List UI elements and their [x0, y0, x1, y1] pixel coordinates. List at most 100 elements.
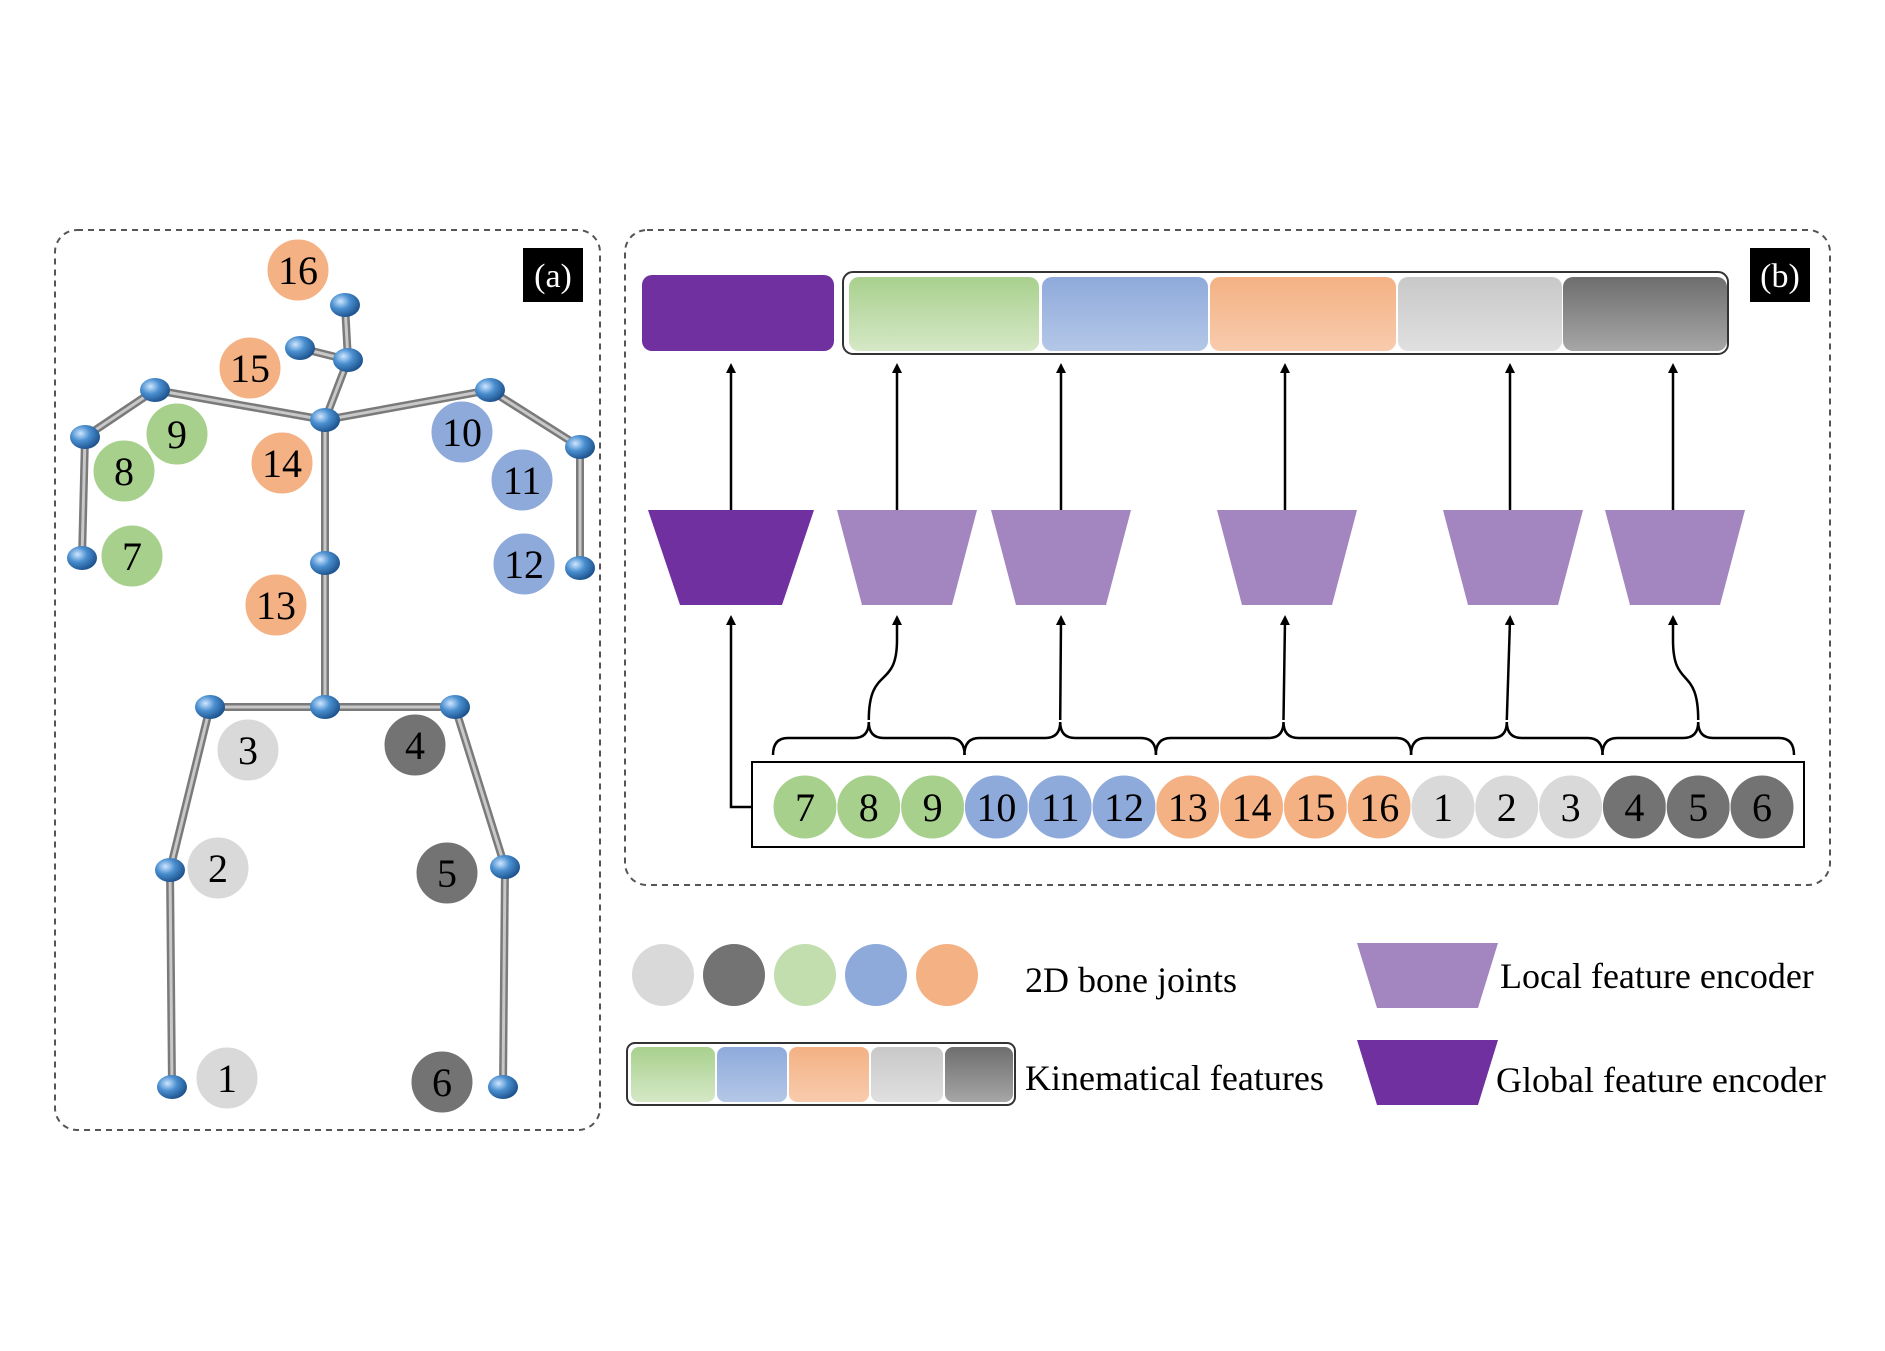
sequence-joint-number: 4 [1624, 785, 1644, 830]
panel-b-frame [624, 229, 1831, 886]
sequence-joint-number: 2 [1497, 785, 1517, 830]
panel-a-frame [54, 229, 601, 1131]
feature-blocks [642, 271, 1729, 355]
sequence-joint-number: 8 [859, 785, 879, 830]
sequence-joint-6: 6 [1729, 774, 1795, 840]
feature-block-light_gray [1398, 277, 1562, 351]
sequence-joint-15: 15 [1282, 774, 1348, 840]
skeleton-joint-3: 3 [216, 718, 280, 782]
group-brace [1154, 721, 1413, 756]
legend: 2D bone joints Kinematical features Loca… [626, 943, 1826, 1106]
sequence-to-global-arrow [726, 615, 752, 809]
skeleton-bone-highlight [153, 388, 327, 422]
encoders [648, 510, 1745, 605]
skeleton-joint-number: 2 [208, 846, 228, 891]
legend-kinematical-swatch-light_gray [871, 1047, 943, 1102]
local-encoder-blue [991, 510, 1131, 605]
skeleton-joint-ball [310, 408, 340, 432]
group-brace [771, 721, 966, 756]
skeleton-joint-4: 4 [383, 713, 447, 777]
skeleton-joint-6: 6 [410, 1050, 474, 1114]
legend-bone-joints-label: 2D bone joints [1025, 960, 1237, 1000]
skeleton-joint-number: 10 [442, 410, 482, 455]
skeleton-joint-number: 7 [122, 534, 142, 579]
legend-kinematical-swatches [631, 1047, 1013, 1102]
skeleton-joint-1: 1 [195, 1046, 259, 1110]
skeleton-joint-12: 12 [492, 532, 556, 596]
local-encoder-light_gray [1443, 510, 1583, 605]
brace-to-encoder-arrow [1279, 615, 1290, 721]
skeleton-joint-14: 14 [250, 431, 314, 495]
legend-kinematical-swatch-dark_gray [945, 1047, 1013, 1102]
sequence-joint-number: 6 [1752, 785, 1772, 830]
skeleton-joint-9: 9 [145, 402, 209, 466]
sequence-joint-8: 8 [836, 774, 902, 840]
legend-global-encoder-label: Global feature encoder [1496, 1060, 1826, 1100]
feature-block-orange [1210, 277, 1396, 351]
sequence-joint-number: 7 [795, 785, 815, 830]
brace-to-encoder-arrow [1504, 615, 1515, 721]
sequence-joint-number: 5 [1688, 785, 1708, 830]
brace-to-encoder-arrow [1668, 615, 1700, 721]
sequence-joint-12: 12 [1091, 774, 1157, 840]
skeleton-joint-ball [157, 1075, 187, 1099]
sequence-joint-2: 2 [1474, 774, 1540, 840]
legend-joint-swatch-orange [916, 944, 978, 1006]
sequence-joint-11: 11 [1027, 774, 1093, 840]
local-encoder-green [837, 510, 977, 605]
legend-joint-swatch-light_gray [632, 944, 694, 1006]
legend-joint-swatch-dark_gray [703, 944, 765, 1006]
skeleton-bone-highlight [83, 388, 157, 439]
sequence-joint-number: 15 [1295, 785, 1335, 830]
skeleton-joint-balls [67, 293, 595, 1099]
skeleton-joint-ball [310, 551, 340, 575]
skeleton-joint-2: 2 [186, 836, 250, 900]
skeleton-joint-number: 9 [167, 412, 187, 457]
sequence-joint-9: 9 [900, 774, 966, 840]
skeleton-joint-ball [155, 858, 185, 882]
skeleton-joint-ball [490, 855, 520, 879]
legend-bone-joints-swatches [632, 944, 978, 1006]
skeleton-joint-ball [285, 336, 315, 360]
skeleton-joint-ball [565, 556, 595, 580]
skeleton-bone-highlight [453, 705, 507, 869]
brace-to-encoder-arrow [1055, 615, 1066, 721]
global-encoder [648, 510, 814, 605]
skeleton-joint-number: 8 [114, 449, 134, 494]
skeleton-joint-ball [70, 425, 100, 449]
legend-kinematical-label: Kinematical features [1025, 1058, 1324, 1098]
skeleton-joint-ball [475, 378, 505, 402]
group-brace [1601, 721, 1796, 756]
skeleton-joint-ball [333, 348, 363, 372]
skeleton-joint-number: 5 [437, 851, 457, 896]
legend-local-encoder-shape [1357, 943, 1498, 1008]
sequence-joint-4: 4 [1601, 774, 1667, 840]
sequence-joint-13: 13 [1155, 774, 1221, 840]
sequence-joint-number: 1 [1433, 785, 1453, 830]
legend-global-encoder-shape [1357, 1040, 1498, 1105]
arrows [726, 363, 1700, 809]
skeleton-bone-highlight [501, 865, 507, 1089]
brace-to-encoder-arrow [867, 615, 902, 721]
skeleton-joint-ball [67, 546, 97, 570]
skeleton-bone-highlight [168, 868, 174, 1089]
skeleton-joint-ball [565, 435, 595, 459]
legend-kinematical-swatch-blue [717, 1047, 787, 1102]
legend-joint-swatch-blue [845, 944, 907, 1006]
skeleton-joint-number: 4 [405, 723, 425, 768]
sequence-joint-number: 3 [1561, 785, 1581, 830]
sequence-joint-14: 14 [1219, 774, 1285, 840]
local-encoder-orange [1217, 510, 1357, 605]
skeleton-joint-number: 14 [262, 441, 302, 486]
sequence-joint-7: 7 [772, 774, 838, 840]
sequence-joint-number: 9 [923, 785, 943, 830]
skeleton-joint-ball [195, 695, 225, 719]
panel-a-tag: (a) [523, 248, 583, 302]
skeleton-joint-11: 11 [490, 448, 554, 512]
feature-block-dark_gray [1563, 277, 1727, 351]
skeleton-joint-ball [330, 293, 360, 317]
skeleton-joint-10: 10 [430, 400, 494, 464]
skeleton-joint-ball [140, 378, 170, 402]
